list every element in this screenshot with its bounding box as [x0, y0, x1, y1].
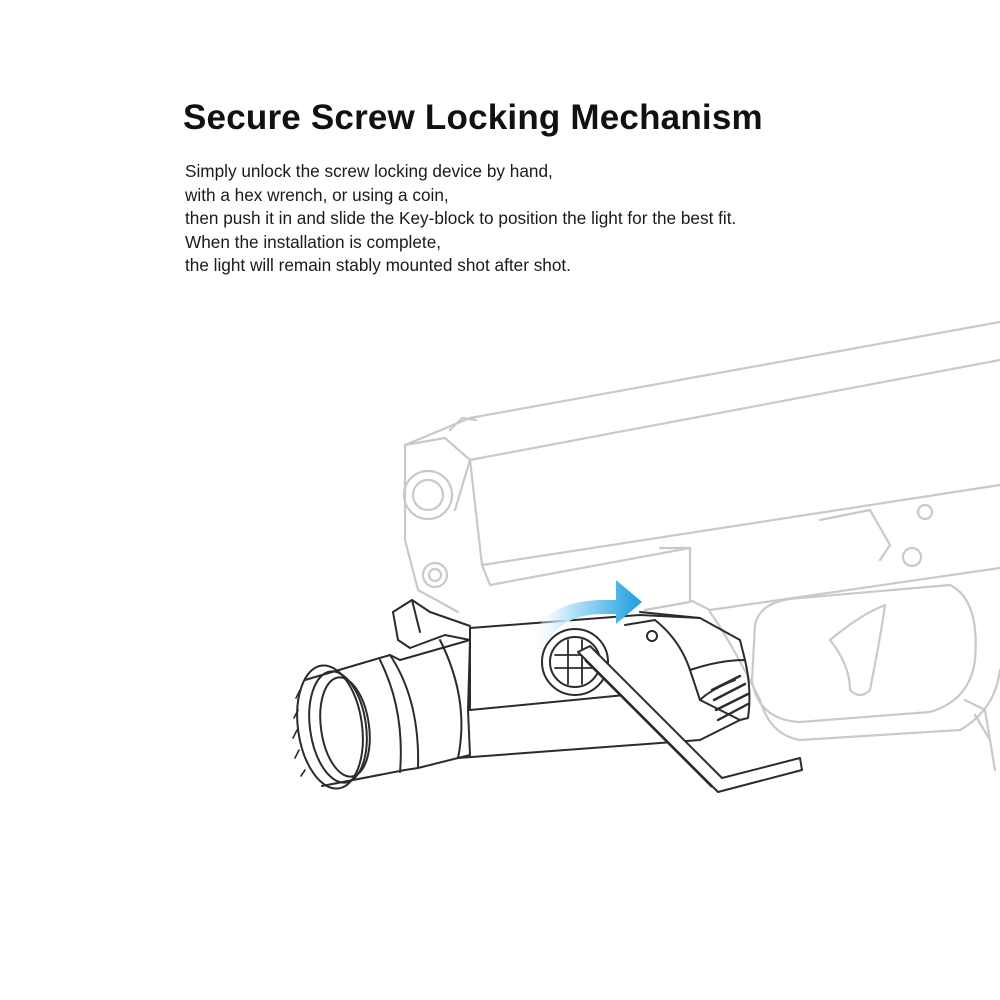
rotate-arrow-icon: [528, 580, 642, 652]
description-line-5: the light will remain stably mounted sho…: [185, 255, 571, 276]
description-line-2: with a hex wrench, or using a coin,: [185, 184, 449, 205]
page-title: Secure Screw Locking Mechanism: [183, 98, 763, 137]
description-line-1: Simply unlock the screw locking device b…: [185, 161, 553, 181]
description: Simply unlock the screw locking device b…: [185, 160, 865, 278]
weapon-light: [292, 599, 751, 790]
description-line-4: When the installation is complete,: [185, 231, 442, 252]
description-line-3: then push it in and slide the Key-block …: [185, 208, 737, 229]
hex-wrench-icon: [577, 645, 803, 793]
pistol-light-illustration: [292, 320, 1000, 793]
pistol-outline: [402, 320, 1000, 772]
